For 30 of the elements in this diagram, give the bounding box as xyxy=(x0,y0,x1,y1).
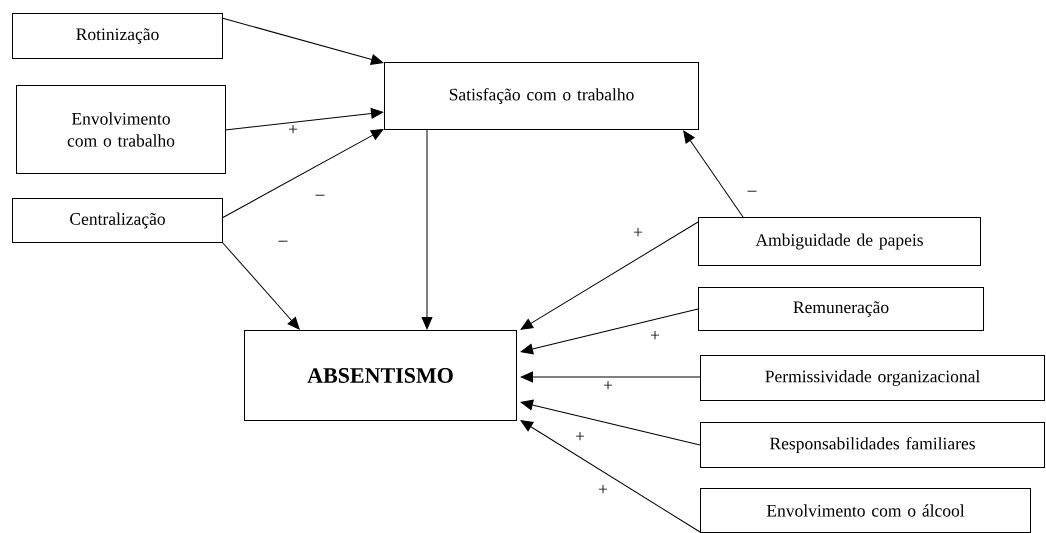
concept-box: Envolvimento com o trabalho xyxy=(16,85,226,174)
arrow xyxy=(421,128,433,330)
arrow xyxy=(683,130,744,218)
edge-label: + xyxy=(575,432,585,441)
arrow xyxy=(224,108,384,131)
edge-label: + xyxy=(288,125,298,134)
edge-label: + xyxy=(603,381,613,390)
edge-label: + xyxy=(650,331,660,340)
concept-box: ABSENTISMO xyxy=(244,330,517,421)
concept-box: Permissividade organizacional xyxy=(700,355,1045,401)
edge-label: – xyxy=(278,240,288,242)
concept-box: Envolvimento com o álcool xyxy=(700,488,1031,533)
concept-box: Remuneração xyxy=(698,287,984,331)
arrow xyxy=(520,371,701,383)
arrow xyxy=(221,17,384,65)
arrow xyxy=(520,221,699,330)
arrow xyxy=(520,399,701,446)
concept-box: Centralização xyxy=(12,198,223,243)
arrow xyxy=(221,129,384,219)
arrow xyxy=(520,308,699,355)
concept-box: Responsabilidades familiares xyxy=(700,422,1045,468)
concept-box: Ambiguidade de papeis xyxy=(698,217,981,266)
edge-label: + xyxy=(598,485,608,494)
arrow xyxy=(221,241,300,330)
arrow xyxy=(520,420,701,533)
edge-label: – xyxy=(315,194,325,196)
concept-box: Satisfação com o trabalho xyxy=(384,62,699,130)
concept-box: Rotinização xyxy=(12,13,223,59)
edge-label: + xyxy=(633,228,643,237)
edge-label: – xyxy=(747,190,757,192)
